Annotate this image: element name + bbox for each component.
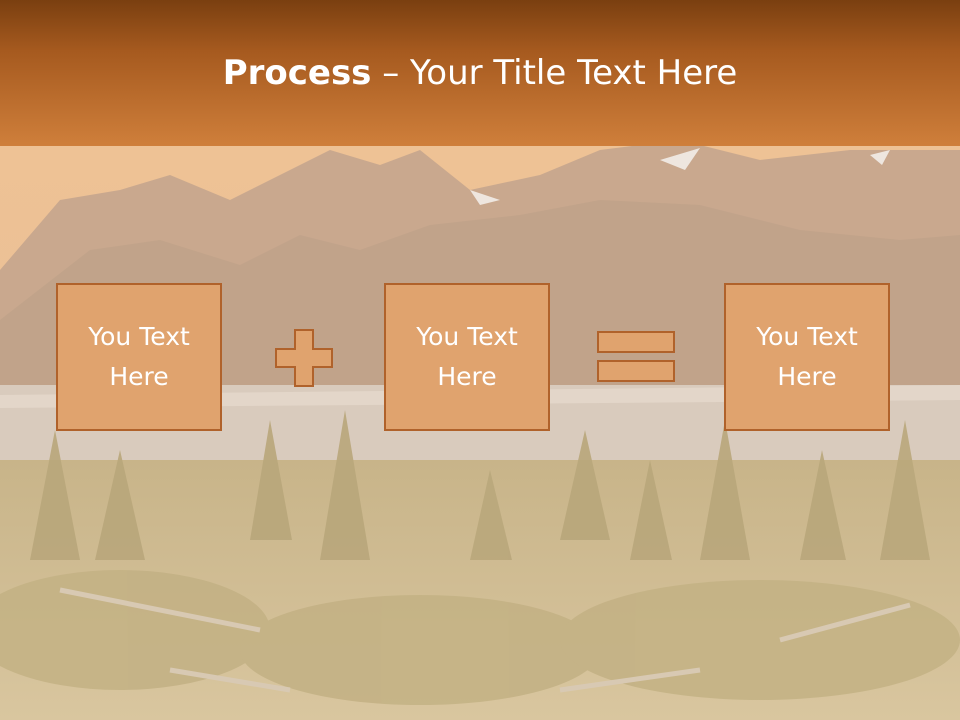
- title-rest: – Your Title Text Here: [371, 53, 738, 93]
- process-box-text: You Text Here: [88, 322, 190, 391]
- process-box-1[interactable]: You Text Here: [56, 283, 222, 431]
- slide-title: Process – Your Title Text Here: [223, 53, 738, 93]
- title-bar: Process – Your Title Text Here: [0, 0, 960, 146]
- title-bold: Process: [222, 53, 372, 93]
- plus-icon: [275, 329, 333, 387]
- process-box-text: You Text Here: [756, 322, 858, 391]
- equals-icon: [597, 331, 675, 382]
- process-box-text: You Text Here: [416, 322, 518, 391]
- process-box-2[interactable]: You Text Here: [384, 283, 550, 431]
- process-box-3[interactable]: You Text Here: [724, 283, 890, 431]
